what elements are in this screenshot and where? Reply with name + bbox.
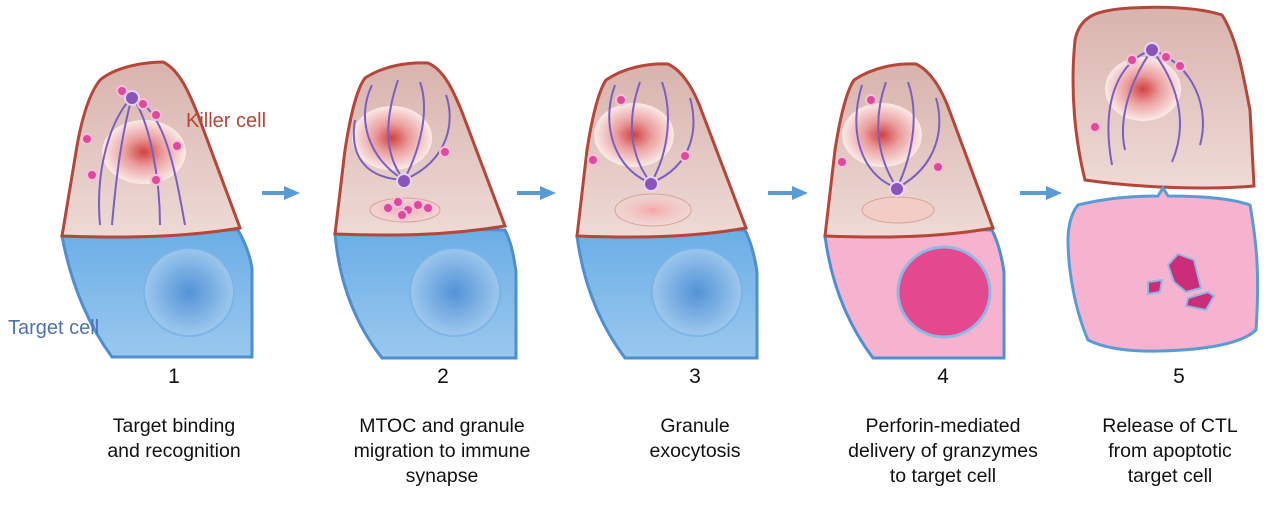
mtoc [890, 182, 904, 196]
arrow-2-to-3 [517, 186, 556, 200]
step-1-illustration [62, 62, 252, 357]
step-3-illustration [577, 64, 757, 358]
killer-cell-label: Killer cell [186, 110, 266, 133]
killer-nucleus [1105, 57, 1181, 121]
mtoc [1145, 43, 1159, 57]
step-4-caption: Perforin-mediated delivery of granzymes … [818, 414, 1068, 489]
arrow-4-to-5 [1020, 186, 1062, 200]
step-3-number: 3 [665, 365, 725, 389]
killer-nucleus [102, 120, 186, 184]
step-5-illustration [1068, 7, 1258, 351]
step-4-illustration [825, 64, 1004, 358]
step-1-caption: Target binding and recognition [74, 414, 274, 464]
mtoc [397, 174, 411, 188]
target-cell-label: Target cell [8, 317, 99, 340]
step-4-number: 4 [913, 365, 973, 389]
arrow-1-to-2 [262, 186, 300, 200]
step-1-number: 1 [144, 365, 204, 389]
step-5-number: 5 [1149, 365, 1209, 389]
apoptotic-target-cell-shape [1068, 188, 1258, 351]
step-2-number: 2 [413, 365, 473, 389]
target-nucleus [144, 248, 234, 336]
target-nucleus [410, 248, 500, 336]
arrow-3-to-4 [768, 186, 808, 200]
step-3-caption: Granule exocytosis [615, 414, 775, 464]
step-5-caption: Release of CTL from apoptotic target cel… [1080, 414, 1260, 489]
step-2-caption: MTOC and granule migration to immune syn… [326, 414, 558, 489]
step-2-illustration [335, 63, 516, 358]
mtoc [644, 177, 658, 191]
immune-synapse [615, 194, 691, 226]
target-nucleus [652, 248, 742, 336]
target-nucleus-fragmenting [898, 247, 990, 337]
immune-synapse [862, 197, 934, 223]
